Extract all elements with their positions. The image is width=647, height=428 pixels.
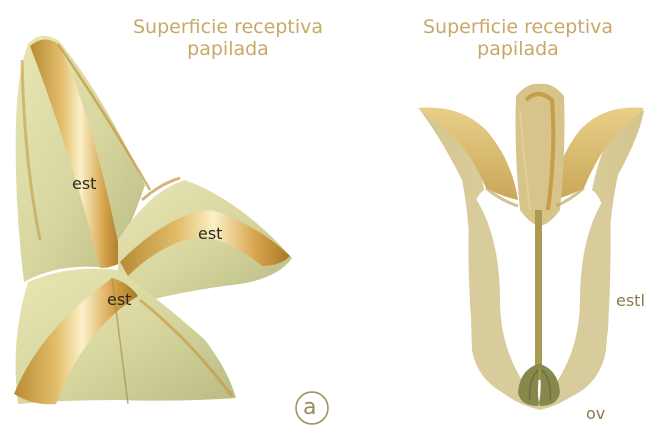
right-title-line1: Superficie receptiva (408, 16, 628, 38)
style-canal (535, 210, 542, 380)
panel-letter: a (303, 395, 316, 420)
right-pistil-illustration (418, 84, 644, 410)
label-ovary: ov (586, 404, 605, 423)
left-title: Superficie receptiva papilada (118, 16, 338, 60)
label-est-lower: est (107, 290, 131, 309)
right-title-line2: papilada (408, 38, 628, 60)
ovary-ovules (518, 364, 560, 406)
left-title-line2: papilada (118, 38, 338, 60)
left-title-line1: Superficie receptiva (118, 16, 338, 38)
label-est-right: est (198, 224, 222, 243)
label-style: estl (616, 291, 645, 310)
label-est-upper: est (72, 174, 96, 193)
left-stigma-illustration (14, 36, 328, 424)
right-title: Superficie receptiva papilada (408, 16, 628, 60)
